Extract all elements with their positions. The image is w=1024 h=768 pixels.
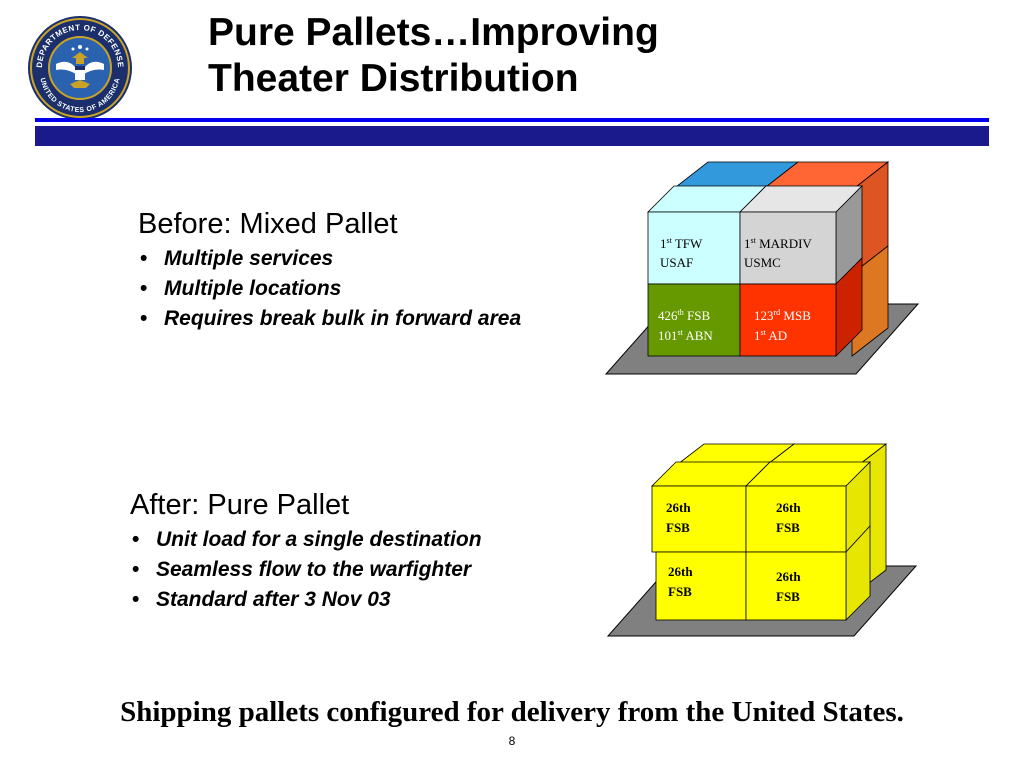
box-br-label-line2: FSB xyxy=(776,589,800,604)
box-tr-label-line1: 26th xyxy=(776,500,801,515)
box-tr-label-line2: USMC xyxy=(744,255,781,270)
title-line-1: Pure Pallets…Improving xyxy=(208,11,659,54)
before-bullet: Multiple locations xyxy=(138,274,521,304)
after-bullet: Seamless flow to the warfighter xyxy=(130,555,482,585)
box-tl-label-line2: USAF xyxy=(660,255,693,270)
box-br-label-line1: 26th xyxy=(776,569,801,584)
box-1st-tfw-usaf xyxy=(647,211,741,285)
after-section: After: Pure Pallet Unit load for a singl… xyxy=(130,487,482,615)
mixed-pallet-illustration: 1st TFW USAF 1st MARDIV USMC 426th FSB 1… xyxy=(604,161,920,375)
dod-seal-icon: DEPARTMENT OF DEFENSE UNITED STATES OF A… xyxy=(28,16,132,120)
title-line-2: Theater Distribution xyxy=(208,57,579,100)
after-bullet: Unit load for a single destination xyxy=(130,525,482,555)
before-bullet-list: Multiple services Multiple locations Req… xyxy=(138,244,521,334)
after-heading: After: Pure Pallet xyxy=(130,489,350,521)
before-heading: Before: Mixed Pallet xyxy=(138,208,398,240)
box-tr-label-line2: FSB xyxy=(776,520,800,535)
box-tr-label-line1: 1st MARDIV xyxy=(744,236,812,251)
box-tl-label-line2: FSB xyxy=(666,520,690,535)
box-123rd-msb-1st-ad xyxy=(739,283,837,357)
box-26th-fsb-bottom-right xyxy=(745,551,847,621)
after-bullet: Standard after 3 Nov 03 xyxy=(130,585,482,615)
box-426th-fsb-101st-abn xyxy=(647,283,741,357)
pure-pallet-illustration: 26th FSB 26th FSB 26th FSB 26th FSB xyxy=(606,443,918,637)
header-rule-thick xyxy=(35,126,989,146)
before-bullet: Requires break bulk in forward area xyxy=(138,304,521,334)
box-bl-label-line2: 101st ABN xyxy=(658,328,713,343)
box-bl-label-line2: FSB xyxy=(668,584,692,599)
box-tl-label-line1: 1st TFW xyxy=(660,236,703,251)
page-number: 8 xyxy=(508,734,516,748)
box-br-label-line1: 123rd MSB xyxy=(754,308,811,323)
box-tl-label-line1: 26th xyxy=(666,500,691,515)
box-26th-fsb-bottom-left xyxy=(655,551,747,621)
box-br-label-line2: 1st AD xyxy=(754,328,787,343)
box-bl-label-line1: 26th xyxy=(668,564,693,579)
before-section: Before: Mixed Pallet Multiple services M… xyxy=(138,206,521,334)
page-title: Pure Pallets…Improving Theater Distribut… xyxy=(208,10,659,102)
box-bl-label-line1: 426th FSB xyxy=(658,308,710,323)
box-26th-fsb-top-right xyxy=(745,485,847,553)
before-bullet: Multiple services xyxy=(138,244,521,274)
after-bullet-list: Unit load for a single destination Seaml… xyxy=(130,525,482,615)
box-26th-fsb-top-left xyxy=(651,485,747,553)
slide-caption: Shipping pallets configured for delivery… xyxy=(120,696,904,728)
header-rule-thin xyxy=(35,118,989,122)
